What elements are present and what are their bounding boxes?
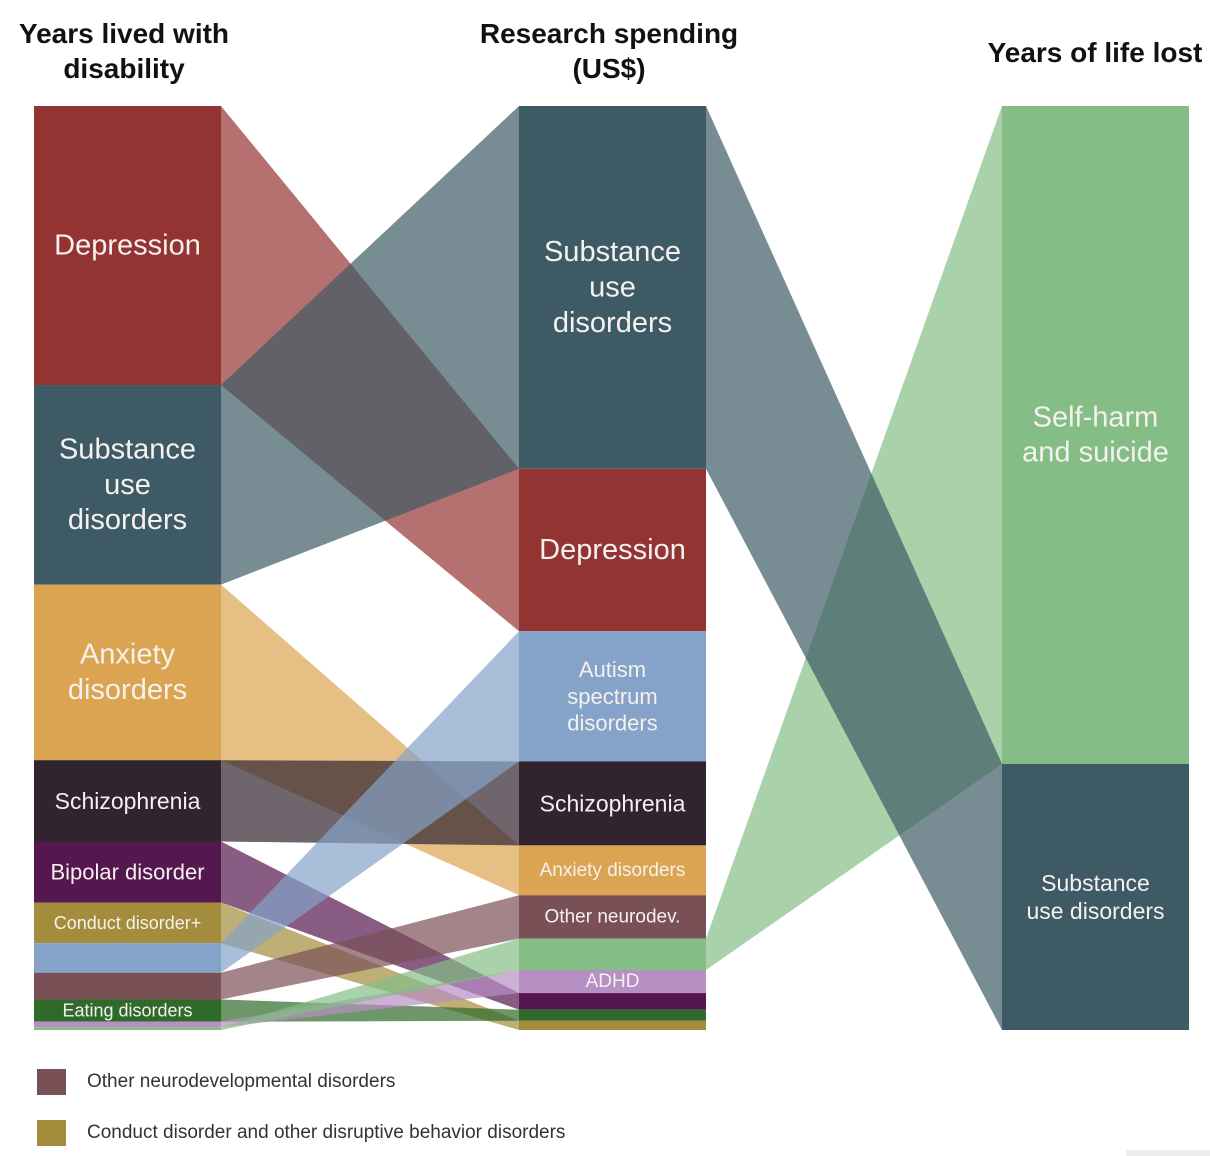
node-yll-selfharm	[1002, 106, 1189, 764]
node-research-autism	[519, 631, 706, 762]
flow-yld-research-substance	[221, 106, 519, 585]
label-research-adhd: ADHD	[586, 971, 640, 992]
flow-research-yll-substance	[706, 106, 1002, 1030]
label-yld-eating: Eating disorders	[62, 1001, 192, 1021]
label-yll-selfharm: Self-harm and suicide	[1022, 401, 1169, 468]
node-yld-adhd	[34, 1021, 221, 1028]
node-yll-substance	[1002, 763, 1189, 1030]
yll-title: Years of life lost	[987, 37, 1203, 68]
label-line: Depression	[54, 230, 201, 262]
node-research-eating	[519, 1009, 706, 1021]
label-line: Other neurodev.	[545, 906, 681, 927]
label-line: Substance	[1041, 870, 1150, 896]
node-yld-anxiety	[34, 584, 221, 761]
label-line: disorders	[553, 307, 672, 339]
label-research-depression: Depression	[539, 534, 686, 566]
node-research-conduct	[519, 1020, 706, 1030]
label-research-anxiety: Anxiety disorders	[540, 860, 686, 881]
node-yld-bipolar	[34, 841, 221, 903]
label-research-schizophrenia: Schizophrenia	[540, 790, 686, 816]
node-research-adhd	[519, 970, 706, 994]
label-line: Anxiety	[80, 639, 176, 671]
research-title-line2: (US$)	[572, 53, 646, 84]
node-yld-other-neurodev	[34, 972, 221, 1000]
legend-label: Other neurodevelopmental disorders	[87, 1071, 396, 1092]
node-yld-schizophrenia	[34, 760, 221, 842]
legend-item-conduct: Conduct disorder and other disruptive be…	[37, 1120, 565, 1146]
node-research-selfharm	[519, 938, 706, 970]
label-line: Conduct disorder+	[54, 913, 202, 933]
node-research-other-neurodev	[519, 895, 706, 939]
label-line: disorders	[567, 711, 657, 736]
node-yld-eating	[34, 999, 221, 1022]
label-line: disorders	[68, 674, 187, 706]
label-line: Substance	[59, 433, 196, 465]
node-yld-conduct	[34, 902, 221, 944]
label-yld-bipolar: Bipolar disorder	[50, 859, 204, 884]
flow-yld-research-other-neurodev	[221, 895, 519, 1000]
label-line: disorders	[68, 504, 187, 536]
node-research-schizophrenia	[519, 761, 706, 846]
label-line: Depression	[539, 534, 686, 566]
node-research-bipolar	[519, 993, 706, 1010]
yll-column-title: Years of life lost	[960, 35, 1210, 70]
label-line: use disorders	[1026, 898, 1164, 924]
yld-title-line1: Years lived with	[18, 18, 230, 49]
flow-yld-research-selfharm	[221, 938, 519, 1030]
label-line: Substance	[544, 236, 681, 268]
yld-column-title: Years lived with disability	[4, 16, 244, 86]
label-line: Anxiety disorders	[540, 860, 686, 881]
node-research-depression	[519, 468, 706, 632]
node-research-substance	[519, 106, 706, 469]
node-yld-substance	[34, 385, 221, 585]
label-line: and suicide	[1022, 437, 1169, 469]
label-line: use	[589, 271, 636, 303]
label-line: Self-harm	[1033, 401, 1159, 433]
footer-bar	[1126, 1150, 1210, 1156]
label-yld-conduct: Conduct disorder+	[54, 913, 202, 933]
nodes-layer	[34, 106, 1189, 1030]
label-line: use	[104, 469, 151, 501]
label-line: Bipolar disorder	[50, 859, 204, 884]
label-line: Eating disorders	[62, 1001, 192, 1021]
label-line: Schizophrenia	[540, 790, 686, 816]
legend-label: Conduct disorder and other disruptive be…	[87, 1122, 566, 1143]
label-yld-depression: Depression	[54, 230, 201, 262]
label-line: Schizophrenia	[55, 788, 201, 814]
node-yld-depression	[34, 106, 221, 386]
legend-item-other-neurodev: Other neurodevelopmental disorders	[37, 1069, 395, 1095]
label-yld-schizophrenia: Schizophrenia	[55, 788, 201, 814]
label-research-other-neurodev: Other neurodev.	[545, 906, 681, 927]
label-line: spectrum	[567, 684, 657, 709]
node-yld-selfharm	[34, 1027, 221, 1030]
research-title-line1: Research spending	[479, 18, 739, 49]
research-column-title: Research spending (US$)	[459, 16, 759, 86]
label-line: Autism	[579, 657, 646, 682]
yld-title-line2: disability	[63, 53, 185, 84]
node-yld-autism	[34, 943, 221, 973]
legend-swatch	[37, 1120, 66, 1146]
label-line: ADHD	[586, 971, 640, 992]
flows-layer	[221, 106, 1002, 1030]
legend-swatch	[37, 1069, 66, 1095]
node-research-anxiety	[519, 845, 706, 896]
flow-yld-research-autism	[221, 631, 519, 973]
